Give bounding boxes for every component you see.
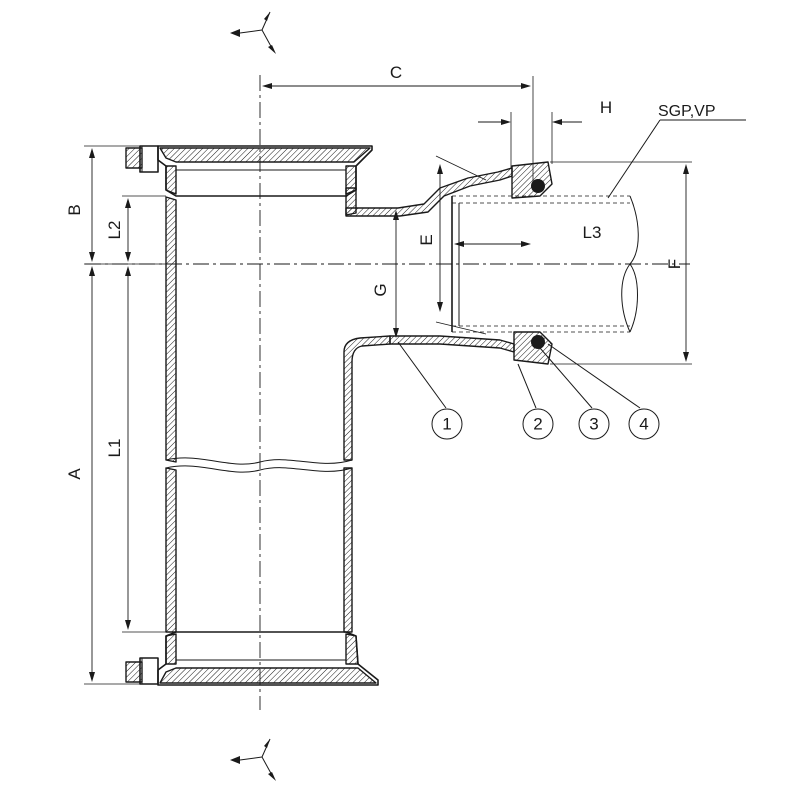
dimension-C: C	[262, 63, 534, 190]
projection-symbol-top	[230, 11, 276, 54]
tee-branch	[345, 161, 553, 365]
dimension-label-L3: L3	[583, 223, 602, 242]
part-number-3: 3	[589, 415, 598, 434]
o-ring-upper	[531, 179, 545, 193]
part-number-2: 2	[533, 415, 542, 434]
dimension-label-H: H	[600, 98, 612, 117]
part-callout-4: 4	[547, 343, 660, 440]
dimension-L3: L3	[454, 223, 601, 247]
dimension-E: E	[417, 155, 487, 335]
part-number-4: 4	[639, 415, 648, 434]
dimension-B: B	[65, 145, 140, 262]
dimension-G: G	[371, 210, 399, 338]
dimension-label-E: E	[417, 234, 436, 245]
dimension-A: A	[65, 263, 170, 685]
dimension-label-C: C	[390, 63, 402, 82]
dimension-F: F	[550, 161, 692, 365]
dimension-H: H	[478, 98, 612, 168]
o-ring-lower	[531, 335, 545, 349]
dimension-L2: L2	[105, 195, 166, 262]
dimension-L1: L1	[105, 266, 166, 633]
dimension-label-L2: L2	[105, 221, 124, 240]
dimension-label-A: A	[65, 468, 84, 480]
dimension-label-F: F	[665, 259, 684, 269]
dimension-label-B: B	[65, 204, 84, 215]
part-callout-3: 3	[539, 347, 610, 440]
tee-main-body	[125, 145, 391, 686]
projection-symbol-bottom	[230, 738, 276, 781]
part-callout-2: 2	[517, 363, 554, 440]
dimension-label-G: G	[371, 283, 390, 296]
pipe-type-note: SGP,VP	[607, 103, 746, 199]
inserted-pipe	[451, 195, 639, 333]
dimension-label-L1: L1	[105, 439, 124, 458]
pipe-type-label: SGP,VP	[658, 103, 716, 120]
part-number-1: 1	[442, 415, 451, 434]
part-callout-1: 1	[397, 341, 463, 440]
